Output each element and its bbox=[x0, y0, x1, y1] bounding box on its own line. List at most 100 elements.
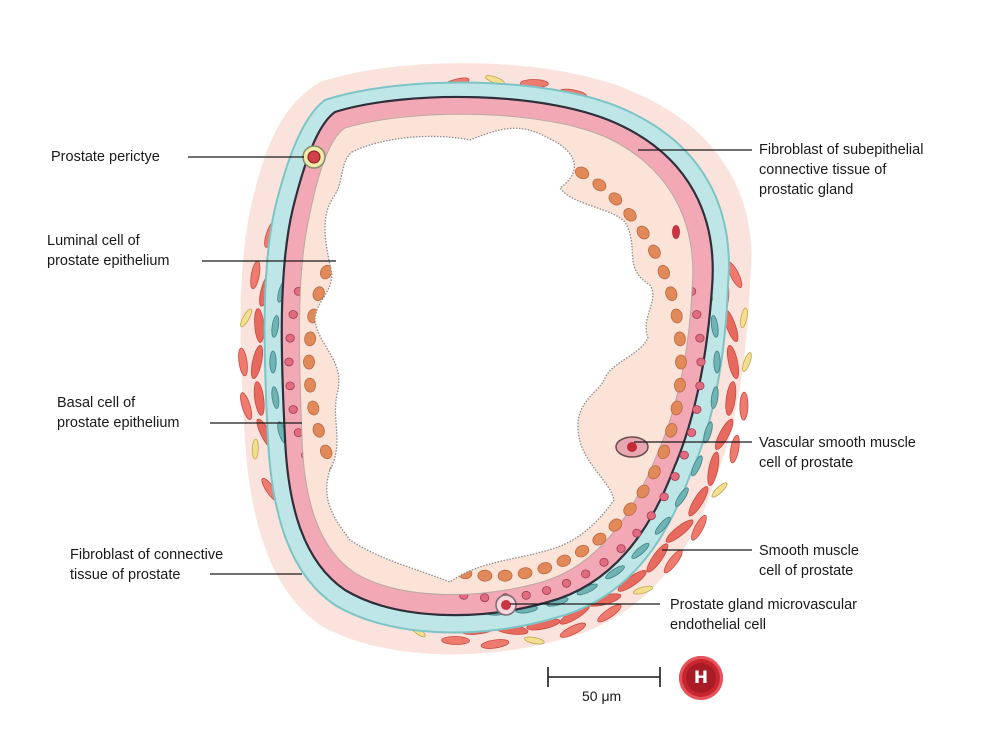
label-luminal-cell: Luminal cell of prostate epithelium bbox=[47, 233, 170, 269]
smooth-muscle-cell bbox=[729, 434, 740, 464]
smooth-muscle-cell bbox=[688, 486, 709, 517]
basal-cell-nucleus bbox=[284, 357, 294, 367]
luminal-cell-nucleus bbox=[574, 544, 590, 558]
fibroblast-cell bbox=[710, 315, 719, 338]
stromal-cell bbox=[251, 438, 259, 460]
luminal-cell-nucleus bbox=[670, 400, 683, 416]
luminal-cell-nucleus bbox=[657, 444, 670, 460]
fibroblast-cell bbox=[605, 565, 625, 580]
luminal-cell-nucleus bbox=[623, 502, 637, 516]
luminal-cell-nucleus bbox=[636, 484, 650, 499]
luminal-cell-nucleus bbox=[304, 331, 317, 347]
basal-cell-nucleus bbox=[479, 593, 490, 603]
basal-cell-nucleus bbox=[521, 590, 531, 600]
logo-badge: H bbox=[679, 656, 723, 700]
smooth-muscle-cell bbox=[665, 519, 694, 543]
luminal-cell-nucleus bbox=[608, 192, 623, 206]
luminal-cell-nucleus bbox=[497, 569, 513, 582]
stromal-cell bbox=[739, 307, 748, 329]
stromal-cell bbox=[524, 636, 545, 645]
luminal-cell-nucleus bbox=[673, 331, 686, 347]
luminal-cell-nucleus bbox=[477, 569, 493, 582]
smooth-muscle-cell bbox=[691, 514, 707, 541]
basal-cell-nucleus bbox=[285, 381, 295, 391]
fibroblast-cell bbox=[674, 487, 689, 508]
luminal-cell-nucleus bbox=[592, 532, 607, 546]
smooth-muscle-cell bbox=[707, 451, 720, 486]
smooth-muscle-cell bbox=[725, 381, 737, 416]
basal-cell-nucleus bbox=[686, 428, 697, 438]
fibroblast-cell bbox=[271, 386, 280, 409]
basal-cell-nucleus bbox=[285, 333, 295, 343]
scale-bar bbox=[547, 667, 661, 687]
basal-cell-nucleus bbox=[288, 405, 298, 414]
smooth-muscle-cell bbox=[250, 344, 264, 380]
basal-cell-nucleus bbox=[561, 578, 572, 588]
smooth-muscle-cell bbox=[480, 639, 510, 649]
logo-letter: H bbox=[686, 663, 716, 693]
smooth-muscle-cell bbox=[240, 392, 253, 420]
luminal-cell-nucleus bbox=[320, 264, 333, 280]
luminal-cell-nucleus bbox=[623, 208, 637, 222]
basal-cell-nucleus bbox=[581, 569, 591, 579]
smooth-muscle-cell bbox=[253, 381, 265, 416]
basal-cell-nucleus bbox=[695, 381, 705, 391]
smooth-muscle-cell bbox=[726, 344, 740, 380]
fibroblast-cell bbox=[269, 350, 277, 374]
basal-cell-nucleus bbox=[616, 544, 626, 553]
fibroblast-cell bbox=[713, 350, 721, 374]
fibroblast-cell bbox=[271, 315, 280, 338]
fibroblast-cell bbox=[703, 421, 713, 444]
basal-cell-nucleus bbox=[632, 528, 642, 538]
small-vessel bbox=[672, 225, 680, 239]
basal-cell-nucleus bbox=[599, 557, 609, 567]
fibroblast-cell bbox=[631, 542, 650, 559]
pericyte-vessel bbox=[302, 145, 326, 169]
luminal-cell-nucleus bbox=[574, 166, 590, 180]
basal-cell-nucleus bbox=[646, 511, 656, 521]
smooth-muscle-cell bbox=[441, 636, 470, 645]
scale-bar-label: 50 μm bbox=[582, 688, 622, 704]
luminal-cell-nucleus bbox=[657, 264, 670, 280]
basal-cell-nucleus bbox=[695, 333, 705, 343]
luminal-cell-nucleus bbox=[304, 377, 317, 393]
luminal-cell-nucleus bbox=[312, 286, 325, 301]
luminal-cell-nucleus bbox=[675, 354, 687, 370]
luminal-cell-nucleus bbox=[673, 377, 686, 393]
stromal-cell bbox=[711, 482, 728, 498]
stromal-cell bbox=[742, 352, 752, 372]
basal-cell-nucleus bbox=[692, 405, 702, 414]
smooth-muscle-cell bbox=[238, 347, 248, 377]
luminal-cell-nucleus bbox=[307, 400, 320, 416]
luminal-cell-nucleus bbox=[665, 286, 678, 301]
smooth-muscle-cell bbox=[739, 391, 749, 421]
label-fibroblast-connective: Fibroblast of connective tissue of prost… bbox=[70, 547, 224, 583]
vascular-smc-vessel bbox=[615, 436, 649, 458]
luminal-cell-nucleus bbox=[556, 554, 572, 567]
basal-cell-nucleus bbox=[692, 310, 702, 319]
luminal-cell-nucleus bbox=[303, 354, 315, 370]
basal-cell-nucleus bbox=[541, 586, 552, 595]
label-smooth-muscle: Smooth muscle cell of prostate bbox=[759, 543, 859, 579]
stromal-cell bbox=[240, 308, 253, 328]
luminal-cell-nucleus bbox=[312, 423, 325, 438]
luminal-cell-nucleus bbox=[665, 423, 678, 438]
luminal-cell-nucleus bbox=[517, 567, 533, 580]
leader-lines bbox=[188, 149, 752, 605]
luminal-cell-nucleus bbox=[648, 465, 661, 480]
luminal-cell-nucleus bbox=[648, 244, 661, 259]
luminal-cell-nucleus bbox=[608, 518, 623, 532]
basal-cell-nucleus bbox=[696, 357, 706, 367]
label-microvascular-endothelial: Prostate gland microvascular endothelial… bbox=[670, 597, 857, 633]
fibroblast-cell bbox=[710, 386, 719, 409]
smooth-muscle-cell bbox=[646, 543, 669, 573]
gland-lumen bbox=[314, 127, 654, 583]
basal-cell-nucleus bbox=[670, 472, 680, 481]
label-fibroblast-subepithelial: Fibroblast of subepithelial connective t… bbox=[759, 142, 924, 198]
microvascular-vessel bbox=[495, 594, 517, 616]
basal-cell-nucleus bbox=[288, 310, 298, 319]
fibroblast-cell bbox=[691, 455, 703, 477]
luminal-cell-nucleus bbox=[636, 225, 650, 240]
luminal-cell-nucleus bbox=[592, 178, 607, 192]
